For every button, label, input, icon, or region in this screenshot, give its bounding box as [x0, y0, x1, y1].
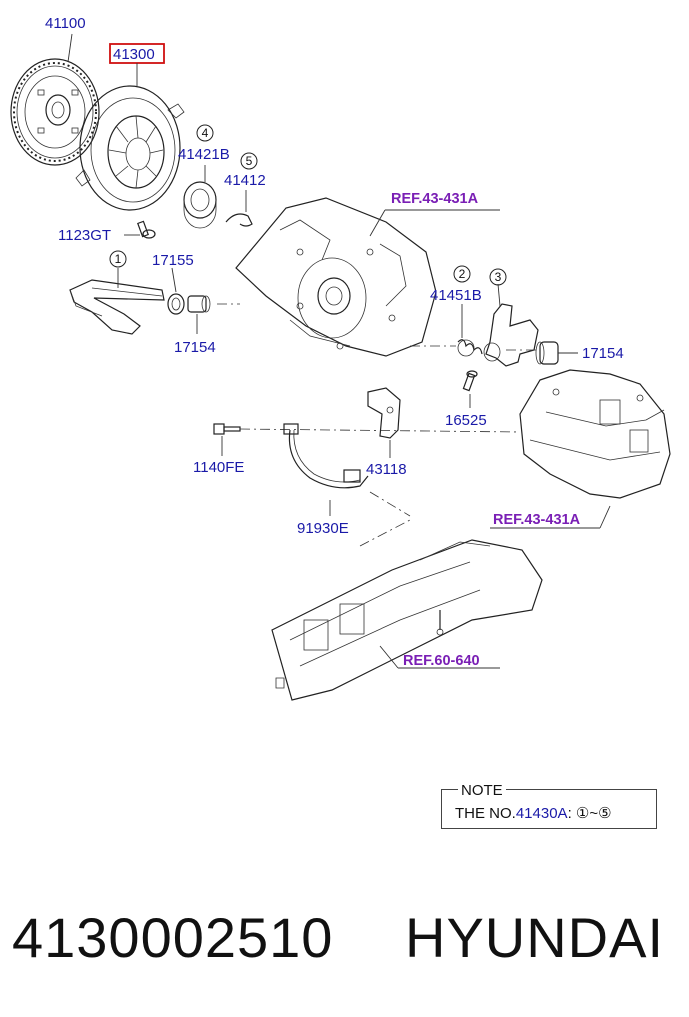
label-fork-spring: 41451B — [430, 287, 482, 304]
footer-part-number: 4130002510 — [12, 906, 334, 969]
clutch-cover-drawing — [75, 85, 185, 211]
clutch-disc-drawing — [10, 58, 100, 166]
callout-1: 1 — [109, 250, 127, 268]
subframe-drawing — [271, 539, 543, 701]
label-bracket: 43118 — [366, 461, 407, 478]
svg-text:4: 4 — [202, 126, 209, 140]
svg-text:3: 3 — [495, 270, 502, 284]
label-bushing: 17154 — [582, 345, 624, 362]
cover-bolt-drawing — [137, 220, 156, 239]
footer-brand: HYUNDAI — [405, 906, 665, 969]
ref-link-bottom[interactable]: REF.60-640 — [403, 653, 480, 669]
note-text: THE NO.41430A: ①~⑤ — [455, 804, 612, 822]
label-retainer-clip: 41412 — [224, 172, 266, 189]
transmission-case-drawing — [235, 197, 437, 357]
release-fork-shaft-drawing — [69, 279, 165, 335]
bracket-drawing — [367, 387, 401, 439]
parts-diagram: 41100 41300 41421B 41412 1123GT 17155 17… — [10, 15, 671, 701]
label-bracket-bolt: 1140FE — [193, 459, 244, 476]
retainer-clip-drawing — [225, 213, 253, 227]
label-seal-b: 17154 — [174, 339, 216, 356]
label-harness: 91930E — [297, 520, 349, 537]
transmission-housing-drawing — [519, 369, 671, 499]
label-fork-bolt: 16525 — [445, 412, 487, 429]
shift-fork-drawing — [483, 303, 539, 367]
label-clutch-disc: 41100 — [45, 15, 86, 32]
note-prefix: THE NO. — [455, 805, 516, 822]
harness-drawing — [283, 423, 369, 489]
label-clutch-cover: 41300 — [113, 46, 155, 63]
note-title: NOTE — [458, 782, 506, 799]
callout-2: 2 — [453, 265, 471, 283]
note-part-number: 41430A — [515, 805, 568, 822]
release-bearing-drawing — [183, 181, 217, 229]
label-seal-a: 17155 — [152, 252, 194, 269]
bushing-drawing — [535, 341, 559, 365]
svg-text:5: 5 — [246, 154, 253, 168]
svg-text:2: 2 — [459, 267, 466, 281]
callout-4: 4 — [196, 124, 214, 142]
svg-text:1: 1 — [115, 252, 122, 266]
seal-drawing — [167, 293, 211, 315]
ref-link-top[interactable]: REF.43-431A — [391, 191, 479, 207]
callout-5: 5 — [240, 152, 258, 170]
ref-link-middle[interactable]: REF.43-431A — [493, 512, 581, 528]
fork-bolt-drawing — [462, 370, 478, 392]
note-suffix: : ①~⑤ — [567, 805, 612, 822]
label-cover-bolt: 1123GT — [58, 227, 111, 244]
label-release-bearing: 41421B — [178, 146, 230, 163]
fork-spring-drawing — [457, 339, 483, 357]
note-box — [441, 789, 657, 829]
callout-3: 3 — [489, 268, 507, 286]
bracket-bolt-drawing — [213, 423, 241, 435]
